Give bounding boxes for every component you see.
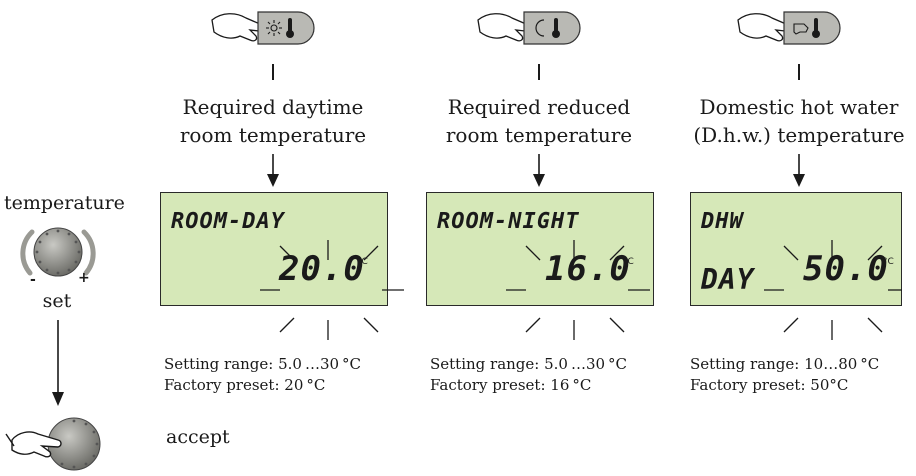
lcd-unit: °C (623, 257, 634, 267)
factory-preset: Factory preset: 50°C (690, 376, 849, 394)
thermometer-icon (812, 18, 820, 38)
accept-label: accept (166, 426, 230, 448)
set-label: set (42, 290, 72, 312)
lcd-value: 16.0 (545, 249, 631, 289)
dhw-button[interactable] (736, 2, 846, 54)
caption-line-1: Required reduced (447, 95, 631, 119)
panel-daytime: Required daytime room temperature ROOM-D… (158, 0, 404, 476)
caption-line-2: (D.h.w.) temperature (693, 123, 905, 147)
moon-thermometer-icon (535, 19, 545, 37)
hand-pressing-knob-icon[interactable] (4, 410, 116, 474)
sun-thermometer-icon (266, 20, 282, 36)
panel-reduced: Required reduced room temperature ROOM-N… (424, 0, 654, 476)
lcd-value: 50.0 (803, 249, 889, 289)
lcd-display: ROOM-NIGHT 16.0 °C (426, 192, 654, 306)
factory-preset: Factory preset: 20 °C (164, 376, 326, 394)
temperature-knob[interactable] (18, 218, 98, 290)
factory-preset: Factory preset: 16 °C (430, 376, 592, 394)
lcd-unit: °C (883, 257, 894, 267)
panel-dhw: Domestic hot water (D.h.w.) temperature … (684, 0, 914, 476)
caption-line-1: Domestic hot water (699, 95, 899, 119)
lcd-value: 20.0 (279, 249, 365, 289)
caption-line-2: room temperature (445, 123, 633, 147)
blink-rays (260, 240, 404, 340)
lcd-unit: °C (357, 257, 368, 267)
thermometer-icon (552, 18, 560, 38)
setting-range: Setting range: 10…80 °C (690, 355, 880, 373)
knob-minus: - (30, 272, 36, 288)
blink-rays (506, 240, 650, 340)
thermometer-icon (286, 18, 294, 38)
tick-mark (538, 64, 540, 80)
down-arrow (793, 154, 805, 187)
tap-thermometer-icon (793, 23, 809, 35)
caption-line-2: room temperature (179, 123, 367, 147)
knob-arc-left (20, 229, 35, 276)
tick-mark (798, 64, 800, 80)
lcd-mode: DHW (701, 209, 744, 234)
lcd-display: ROOM-DAY 20.0 °C (160, 192, 388, 306)
lcd-mode: ROOM-NIGHT (437, 209, 580, 234)
reduced-button[interactable] (476, 2, 586, 54)
blink-rays (764, 240, 902, 340)
lcd-display: DHW DAY 50.0 °C (690, 192, 902, 306)
temperature-label: temperature (4, 192, 125, 214)
caption-line-1: Required daytime (182, 95, 364, 119)
setting-range: Setting range: 5.0 …30 °C (164, 355, 362, 373)
down-arrow (267, 154, 279, 187)
knob-plus: + (78, 270, 90, 286)
tick-mark (272, 64, 274, 80)
daytime-button[interactable] (210, 2, 320, 54)
setting-range: Setting range: 5.0 …30 °C (430, 355, 628, 373)
down-arrow-knob (52, 320, 64, 406)
knob-arc-right (81, 229, 96, 276)
lcd-mode-2: DAY (701, 263, 755, 296)
down-arrow (533, 154, 545, 187)
lcd-mode: ROOM-DAY (171, 209, 285, 234)
